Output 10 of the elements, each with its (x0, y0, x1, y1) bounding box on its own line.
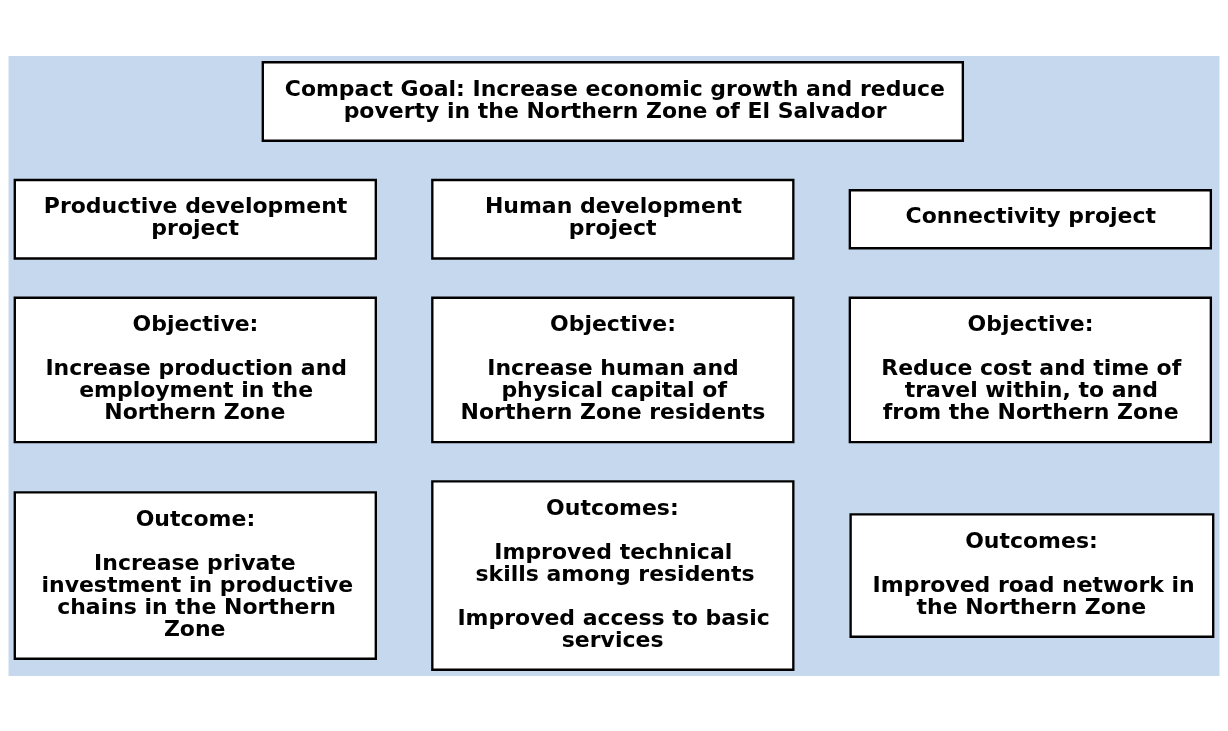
node-box: Connectivity project (848, 188, 1213, 249)
node-box: Human development project (431, 178, 795, 260)
node-box: Compact Goal: Increase economic growth and reduce poverty in the Northern Zone of El Salvador (261, 60, 965, 142)
node-box: Outcome: Increase private investment in productive chains in the Northern Zone (13, 490, 377, 660)
node-box: Objective: Increase production and employment in the Northern Zone (13, 296, 377, 443)
node-box: Objective: Reduce cost and time of travel within, to and from the Northern Zone (848, 296, 1213, 443)
node-box: Outcomes: Improved technical skills among residents Improved access to basic services (431, 479, 795, 671)
node-box: Objective: Increase human and physical capital of Northern Zone residents (431, 296, 795, 443)
node-box: Outcomes: Improved road network in the Northern Zone (849, 512, 1215, 638)
node-box: Productive development project (13, 178, 377, 260)
